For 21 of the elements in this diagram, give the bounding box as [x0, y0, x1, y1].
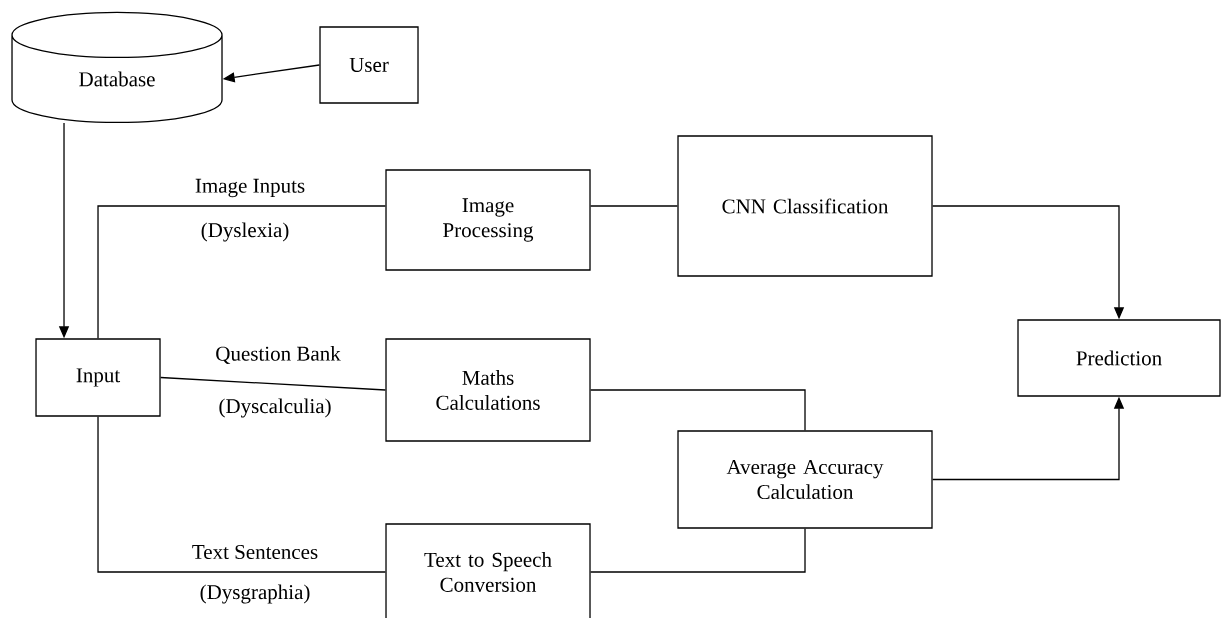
- process-box: Text to Speech Conversion: [385, 523, 591, 618]
- connector-line: [160, 376, 386, 391]
- process-box: Average Accuracy Calculation: [677, 430, 933, 529]
- database-cylinder: Database: [11, 11, 223, 124]
- process-box: Maths Calculations: [385, 338, 591, 442]
- condition-label: (Dyscalculia): [219, 398, 331, 418]
- connector-line: [590, 528, 806, 573]
- edge-label: Question Bank: [214, 345, 342, 365]
- process-box: Input: [35, 338, 161, 417]
- connector-line: [590, 205, 678, 207]
- edge-label: Text Sentences: [190, 543, 320, 561]
- connector-line: [97, 416, 386, 573]
- connector-line: [97, 205, 386, 339]
- condition-label: (Dyslexia): [201, 222, 289, 242]
- edge-label: Image Inputs: [193, 177, 307, 199]
- process-box: CNN Classification: [677, 135, 933, 277]
- process-box: Prediction: [1017, 319, 1221, 397]
- condition-label: (Dysgraphia): [200, 584, 310, 604]
- process-box: User: [319, 26, 419, 104]
- process-box: Image Processing: [385, 169, 591, 271]
- connector-line: [590, 389, 806, 431]
